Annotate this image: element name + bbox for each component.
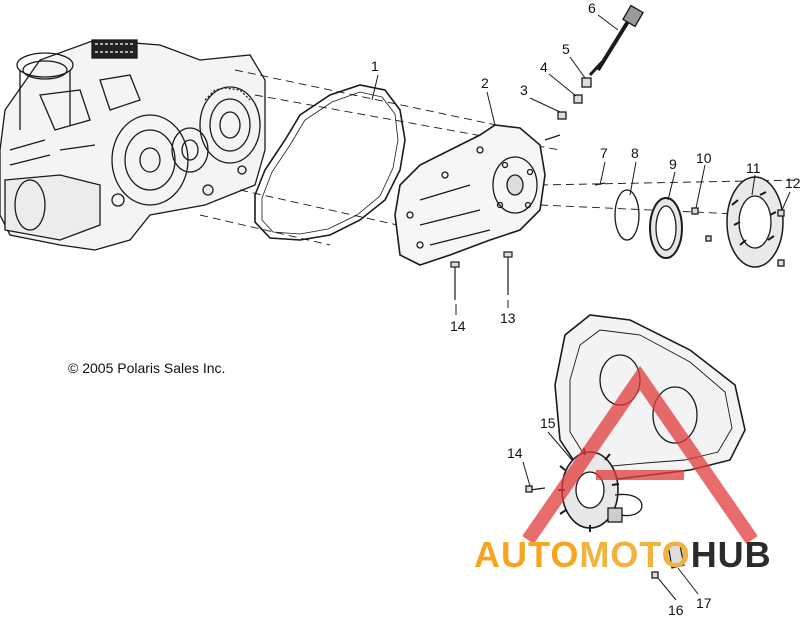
- callout-15: 15: [540, 415, 556, 431]
- watermark-text: AUTOMOTOHUB: [474, 534, 772, 576]
- callout-11: 11: [746, 160, 761, 176]
- callout-16: 16: [668, 602, 684, 618]
- plate-11: [726, 176, 784, 268]
- callout-3: 3: [520, 82, 528, 98]
- callout-8: 8: [631, 145, 639, 161]
- callout-14-lower: 14: [507, 445, 523, 461]
- callout-5: 5: [562, 41, 570, 57]
- watermark-part-3: HUB: [690, 534, 772, 575]
- callout-6: 6: [588, 0, 596, 16]
- watermark-part-1: AUTO: [474, 534, 580, 575]
- callout-4: 4: [540, 59, 548, 75]
- shaft-6: [588, 4, 644, 77]
- copyright-text: © 2005 Polaris Sales Inc.: [68, 360, 226, 376]
- callout-12: 12: [785, 175, 800, 191]
- projection-lines: [199, 69, 800, 246]
- watermark-part-2: MOTO: [579, 534, 691, 575]
- callout-13: 13: [500, 310, 516, 326]
- cover-2: [394, 124, 546, 266]
- callout-10: 10: [696, 150, 712, 166]
- gasket-1: [254, 84, 406, 241]
- watermark-logo: [522, 365, 758, 544]
- seal-8: [614, 189, 640, 241]
- callout-17: 17: [696, 595, 712, 611]
- callout-1: 1: [371, 58, 379, 74]
- callout-14: 14: [450, 318, 466, 334]
- callout-7: 7: [600, 145, 608, 161]
- callout-2: 2: [481, 75, 489, 91]
- engine-assembly: [0, 39, 266, 251]
- callout-9: 9: [669, 156, 677, 172]
